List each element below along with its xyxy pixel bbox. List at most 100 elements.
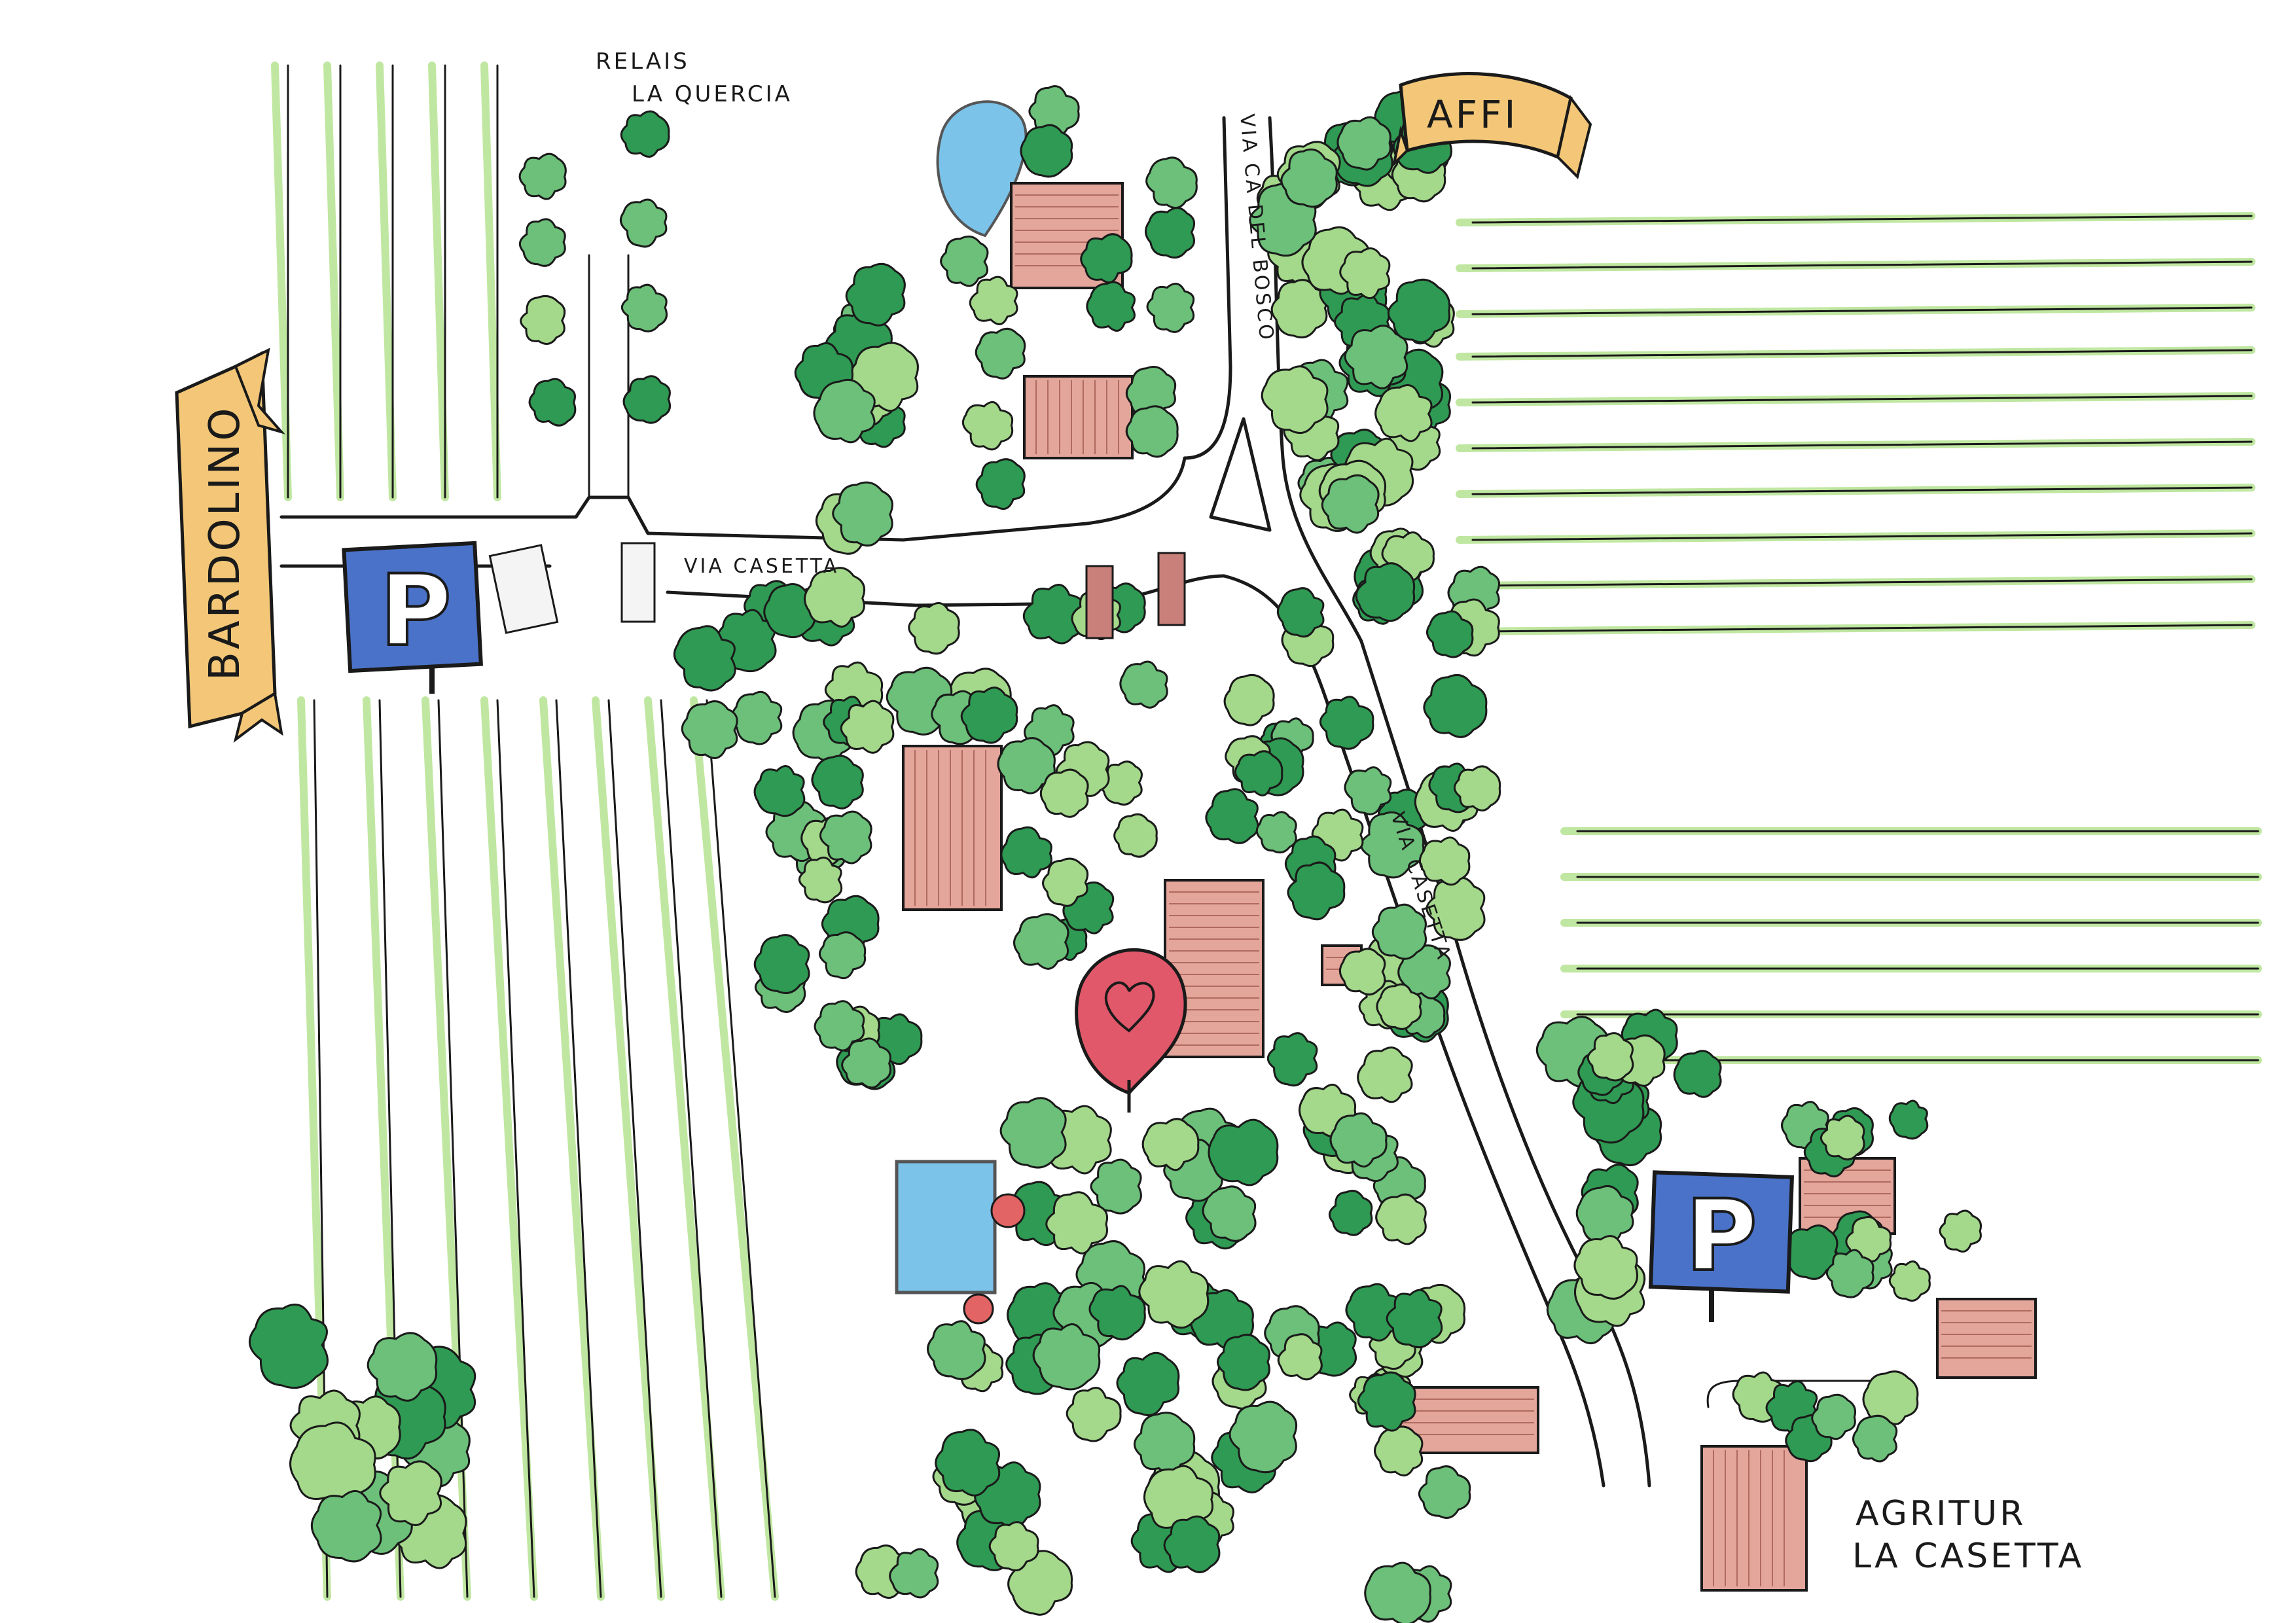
field-row	[539, 696, 605, 1601]
trees	[249, 85, 1982, 1623]
tree	[1039, 768, 1089, 818]
tree	[1825, 1249, 1874, 1298]
field-row-ink	[1471, 440, 2253, 450]
tree	[753, 934, 810, 994]
tree	[811, 755, 864, 810]
field-row-ink	[1471, 215, 2253, 224]
field-row-ink	[1471, 349, 2253, 358]
tree	[1113, 813, 1158, 858]
tree	[1042, 857, 1089, 907]
tree	[803, 567, 865, 628]
field-row	[480, 696, 538, 1601]
tree	[1032, 1323, 1101, 1391]
tree	[1357, 1046, 1413, 1103]
tree	[528, 378, 577, 427]
field-row	[592, 696, 665, 1601]
tree	[673, 625, 736, 692]
tree	[1022, 584, 1086, 645]
field-row-ink	[1471, 486, 2253, 495]
agritur-label-line2: LA CASETTA	[1852, 1537, 2084, 1576]
tree	[1888, 1260, 1931, 1302]
parking-left-symbol: P	[380, 554, 452, 668]
tree	[1280, 148, 1338, 208]
tree	[1820, 1115, 1865, 1161]
field-row	[644, 696, 725, 1601]
tree	[845, 262, 906, 327]
field-row-ink	[1471, 578, 2253, 587]
tree	[1319, 696, 1374, 750]
tree	[620, 110, 670, 158]
field-row-ink	[706, 699, 776, 1598]
tree	[819, 931, 867, 980]
via-casetta-main-label: VIA CASETTA	[684, 555, 839, 578]
tree	[620, 283, 668, 332]
tree	[1573, 1235, 1638, 1300]
field-row-ink	[1471, 624, 2253, 633]
tree	[1387, 278, 1451, 344]
tree	[1453, 765, 1501, 812]
parking-sign-left: P	[342, 541, 483, 694]
tree	[1261, 365, 1329, 435]
tree	[1357, 1371, 1416, 1432]
tree	[1344, 766, 1392, 815]
tree	[1080, 233, 1133, 284]
tree	[1119, 660, 1168, 709]
tree	[988, 1521, 1039, 1572]
tree	[730, 690, 783, 745]
building	[1700, 1445, 1808, 1592]
tree	[1145, 156, 1198, 209]
tree	[1234, 750, 1283, 796]
parking-sign-right: P	[1648, 1170, 1795, 1322]
tree	[367, 1332, 438, 1402]
tree	[975, 327, 1026, 380]
tree	[1374, 384, 1433, 442]
tree	[908, 602, 960, 655]
tree	[969, 276, 1018, 325]
field-row	[690, 696, 779, 1601]
tree	[1888, 1099, 1929, 1140]
tree	[1418, 836, 1471, 886]
tree	[1939, 1209, 1982, 1253]
bardolino-label: BARDOLINO	[201, 405, 249, 681]
tree	[1276, 587, 1325, 638]
bardolino-banner: BARDOLINO	[175, 348, 285, 743]
tree	[1146, 283, 1195, 333]
field-row-ink	[555, 699, 602, 1598]
tree	[1418, 1465, 1471, 1519]
tree	[681, 700, 738, 759]
tree	[1397, 944, 1451, 1000]
building	[1936, 1298, 2037, 1379]
tree	[1216, 1333, 1270, 1391]
parking-sign-icon	[1648, 1170, 1795, 1294]
tree	[1066, 1386, 1122, 1442]
affi-label: AFFI	[1427, 92, 1518, 137]
tree	[619, 198, 668, 248]
field-row	[323, 62, 344, 501]
field-row	[271, 62, 292, 501]
tree	[763, 583, 816, 639]
tree	[1371, 903, 1427, 960]
tree	[1345, 1283, 1402, 1342]
tree	[1673, 1050, 1722, 1098]
tree	[813, 378, 876, 444]
tree	[1163, 1515, 1221, 1573]
building	[1023, 375, 1134, 459]
tree	[1223, 673, 1275, 726]
tree	[1426, 876, 1486, 941]
relais-label-line1: RELAIS	[596, 48, 690, 75]
heart-pin-icon	[1075, 948, 1187, 1113]
tree	[935, 1429, 1001, 1497]
tree	[1328, 1190, 1373, 1236]
relais-label-line2: LA QUERCIA	[632, 81, 793, 107]
tree	[1202, 1185, 1257, 1242]
tree	[1329, 1112, 1388, 1168]
tree	[1344, 325, 1408, 389]
tree	[1229, 1400, 1298, 1474]
tree	[1386, 1289, 1443, 1349]
tree	[1277, 1333, 1323, 1381]
tree	[1374, 1425, 1424, 1477]
tree	[961, 401, 1014, 451]
field-row-ink	[1471, 260, 2253, 270]
tree	[1338, 948, 1386, 996]
